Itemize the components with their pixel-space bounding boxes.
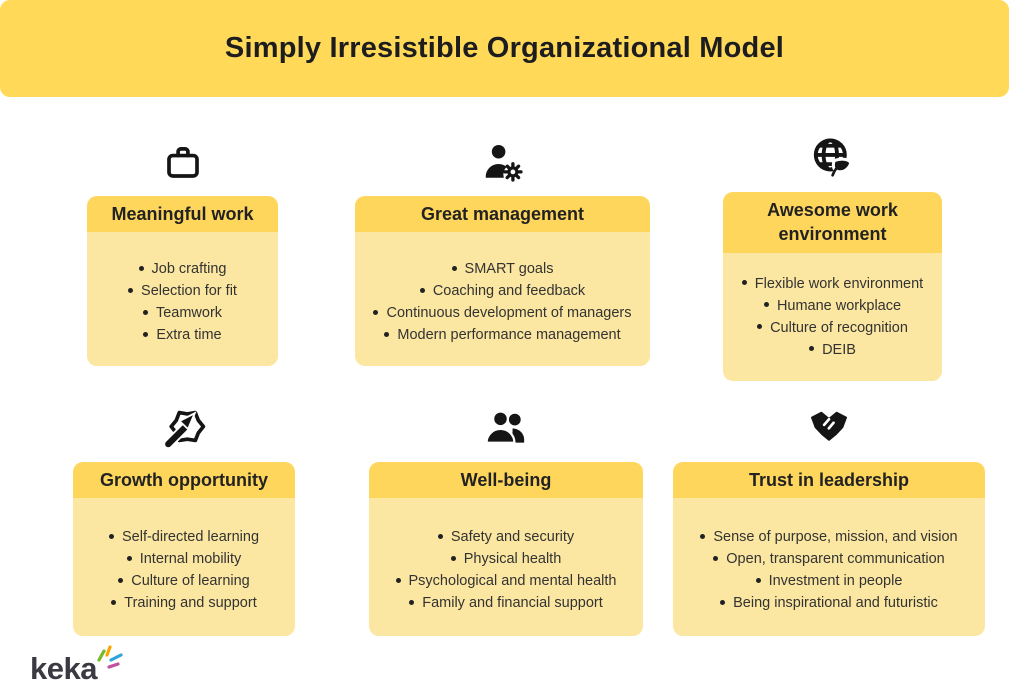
list-item: Internal mobility [79,548,289,570]
list-item: Modern performance management [361,324,644,346]
keka-logo-text: keka [30,651,97,686]
card: Meaningful work Job crafting Selection f… [87,196,278,367]
card: Trust in leadership Sense of purpose, mi… [673,462,985,637]
page-title: Simply Irresistible Organizational Model [224,32,785,64]
list-item: Investment in people [679,570,979,592]
list-item: Being inspirational and futuristic [679,592,979,614]
list-item: Selection for fit [93,280,272,302]
list-item: Sense of purpose, mission, and vision [679,526,979,548]
card-title: Trust in leadership [673,462,985,499]
handshake-icon [806,402,852,454]
list-item: DEIB [729,339,936,361]
people-icon [482,402,530,454]
keka-sparks-icon [97,645,123,669]
bullet-list: Self-directed learning Internal mobility… [79,526,289,614]
list-item: Culture of recognition [729,317,936,339]
card: Well-being Safety and security Physical … [369,462,643,637]
card: Awesome work environment Flexible work e… [723,192,942,381]
card-body: SMART goals Coaching and feedback Contin… [355,232,650,367]
card-trust-in-leadership: Trust in leadership Sense of purpose, mi… [673,402,985,637]
list-item: Self-directed learning [79,526,289,548]
list-item: Job crafting [93,258,272,280]
briefcase-icon [162,136,204,188]
list-item: SMART goals [361,258,644,280]
list-item: Continuous development of managers [361,302,644,324]
card-title: Awesome work environment [723,192,942,253]
list-item: Training and support [79,592,289,614]
list-item: Extra time [93,324,272,346]
card-title: Meaningful work [87,196,278,233]
list-item: Safety and security [375,526,637,548]
card-well-being: Well-being Safety and security Physical … [369,402,643,637]
card-great-management: Great management SMART goals Coaching an… [355,136,650,367]
bullet-list: Sense of purpose, mission, and vision Op… [679,526,979,614]
card-body: Flexible work environment Humane workpla… [723,252,942,381]
card: Growth opportunity Self-directed learnin… [73,462,295,637]
growth-arrow-icon [161,402,207,454]
bullet-list: SMART goals Coaching and feedback Contin… [361,258,644,346]
list-item: Physical health [375,548,637,570]
card-title: Growth opportunity [73,462,295,499]
list-item: Flexible work environment [729,273,936,295]
keka-logo: keka [30,645,125,688]
card-awesome-work-environment: Awesome work environment Flexible work e… [723,132,942,381]
card-body: Job crafting Selection for fit Teamwork … [87,232,278,367]
list-item: Family and financial support [375,592,637,614]
list-item: Culture of learning [79,570,289,592]
card-title: Well-being [369,462,643,499]
card: Great management SMART goals Coaching an… [355,196,650,367]
list-item: Psychological and mental health [375,570,637,592]
card-body: Sense of purpose, mission, and vision Op… [673,498,985,637]
card-growth-opportunity: Growth opportunity Self-directed learnin… [73,402,295,637]
card-meaningful-work: Meaningful work Job crafting Selection f… [87,136,278,367]
title-banner: Simply Irresistible Organizational Model [0,0,1009,97]
list-item: Teamwork [93,302,272,324]
bullet-list: Safety and security Physical health Psyc… [375,526,637,614]
bullet-list: Flexible work environment Humane workpla… [729,273,936,361]
list-item: Coaching and feedback [361,280,644,302]
user-gear-icon [480,136,526,188]
list-item: Humane workplace [729,295,936,317]
card-title: Great management [355,196,650,233]
card-body: Safety and security Physical health Psyc… [369,498,643,637]
card-body: Self-directed learning Internal mobility… [73,498,295,637]
bullet-list: Job crafting Selection for fit Teamwork … [93,258,272,346]
list-item: Open, transparent communication [679,548,979,570]
globe-leaf-icon [810,132,856,184]
